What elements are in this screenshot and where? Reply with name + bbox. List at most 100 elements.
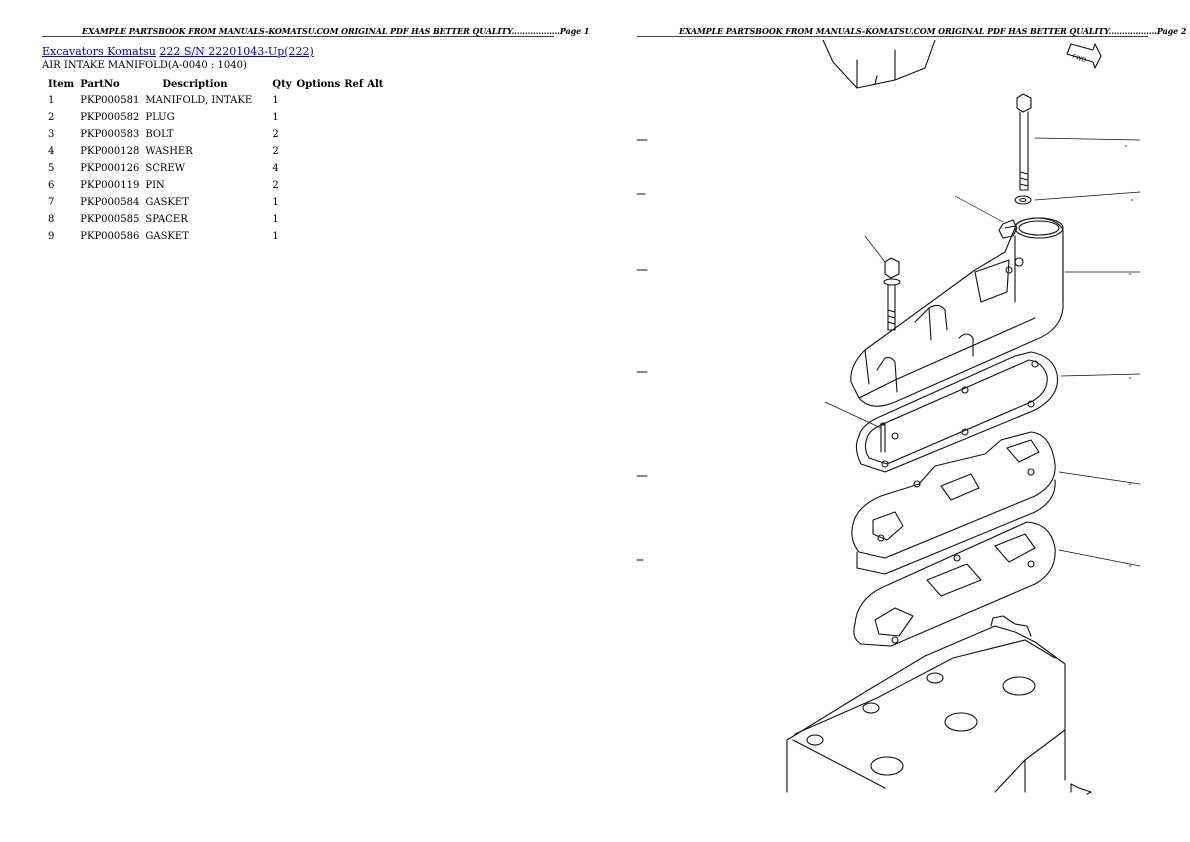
cell-item: 6 bbox=[48, 180, 55, 191]
diagram-cylinder-head bbox=[786, 615, 1066, 793]
cell-ref bbox=[342, 211, 365, 228]
cell-item: 3 bbox=[48, 129, 55, 140]
diagram-margin-ticks bbox=[636, 139, 648, 561]
cell-qty: 1 bbox=[272, 231, 279, 242]
fwd-label: FWD bbox=[1071, 53, 1087, 64]
column-header-qty: Qty bbox=[272, 78, 292, 90]
diagram-ref-ticks bbox=[1124, 145, 1134, 567]
cell-qty: 1 bbox=[272, 95, 279, 106]
cell-qty: 2 bbox=[272, 180, 279, 191]
leader-line-gasket-upper bbox=[1060, 373, 1141, 377]
column-header-alt: Alt bbox=[367, 78, 384, 90]
section-title: AIR INTAKE MANIFOLD(A-0040 : 1040) bbox=[42, 60, 247, 71]
leader-line-pin bbox=[824, 401, 882, 429]
cell-item: 7 bbox=[48, 197, 55, 208]
leader-line-screw bbox=[864, 235, 886, 263]
cell-options bbox=[295, 109, 343, 126]
cell-partno: PKP000585 bbox=[80, 214, 140, 225]
cell-alt bbox=[365, 143, 385, 160]
cell-description: MANIFOLD, INTAKE bbox=[145, 95, 253, 106]
diagram-corner-arrow-icon bbox=[1070, 783, 1092, 795]
cell-partno: PKP000581 bbox=[80, 95, 140, 106]
header-rule bbox=[637, 36, 1148, 37]
cell-description: BOLT bbox=[145, 129, 174, 140]
cell-description: GASKET bbox=[145, 231, 189, 242]
table-row: 6 PKP000119 PIN 2 bbox=[44, 177, 385, 194]
cell-options bbox=[295, 143, 343, 160]
cell-partno: PKP000128 bbox=[80, 146, 140, 157]
cell-ref bbox=[342, 194, 365, 211]
header-rule bbox=[42, 36, 554, 37]
cell-qty: 1 bbox=[272, 112, 279, 123]
leader-line-plug bbox=[954, 195, 1004, 223]
table-row: 8 PKP000585 SPACER 1 bbox=[44, 211, 385, 228]
cell-alt bbox=[365, 211, 385, 228]
cell-partno: PKP000119 bbox=[80, 180, 140, 191]
cell-alt bbox=[365, 194, 385, 211]
cell-item: 1 bbox=[48, 95, 55, 106]
cell-ref bbox=[342, 126, 365, 143]
page-header: EXAMPLE PARTSBOOK FROM MANUALS-KOMATSU.C… bbox=[679, 26, 1187, 36]
cell-alt bbox=[365, 109, 385, 126]
leader-line-bolt bbox=[1034, 137, 1141, 141]
diagram-intake-manifold bbox=[850, 217, 1064, 407]
cell-description: PLUG bbox=[145, 112, 175, 123]
column-header-item: Item bbox=[48, 78, 75, 90]
diagram-screw bbox=[883, 257, 901, 331]
parts-table: Item PartNo Description Qty Options Ref … bbox=[44, 76, 385, 245]
cell-partno: PKP000582 bbox=[80, 112, 140, 123]
cell-options bbox=[295, 126, 343, 143]
diagram-spacer bbox=[851, 431, 1056, 575]
table-row: 2 PKP000582 PLUG 1 bbox=[44, 109, 385, 126]
diagram-gasket-upper bbox=[855, 351, 1059, 473]
parts-table-body: 1 PKP000581 MANIFOLD, INTAKE 1 2 PKP000582 PLU… bbox=[44, 92, 385, 245]
column-header-ref: Ref bbox=[344, 78, 364, 90]
cell-options bbox=[295, 92, 343, 109]
cell-alt bbox=[365, 177, 385, 194]
cell-item: 8 bbox=[48, 214, 55, 225]
cell-description: SCREW bbox=[145, 163, 185, 174]
cell-description: SPACER bbox=[145, 214, 188, 225]
cell-description: PIN bbox=[145, 180, 165, 191]
column-header-partno: PartNo bbox=[80, 78, 120, 90]
cell-options bbox=[295, 211, 343, 228]
cell-partno: PKP000584 bbox=[80, 197, 140, 208]
cell-alt bbox=[365, 228, 385, 245]
cell-qty: 1 bbox=[272, 214, 279, 225]
leader-line-spacer bbox=[1058, 471, 1141, 485]
cell-ref bbox=[342, 160, 365, 177]
cell-qty: 1 bbox=[272, 197, 279, 208]
exploded-parts-diagram: FWD bbox=[636, 40, 1141, 795]
breadcrumb-link-model[interactable]: 222 S/N 22201043-Up(222) bbox=[159, 45, 314, 58]
cell-ref bbox=[342, 228, 365, 245]
cell-ref bbox=[342, 92, 365, 109]
cell-item: 2 bbox=[48, 112, 55, 123]
cell-item: 4 bbox=[48, 146, 55, 157]
leader-line-gasket-lower bbox=[1058, 549, 1141, 567]
diagram-bolt bbox=[1016, 93, 1032, 191]
cell-alt bbox=[365, 160, 385, 177]
page-1: EXAMPLE PARTSBOOK FROM MANUALS-KOMATSU.C… bbox=[42, 26, 589, 245]
diagram-plug bbox=[998, 219, 1018, 239]
cell-ref bbox=[342, 177, 365, 194]
page-2: EXAMPLE PARTSBOOK FROM MANUALS-KOMATSU.C… bbox=[595, 0, 1190, 842]
cell-alt bbox=[365, 92, 385, 109]
cell-alt bbox=[365, 126, 385, 143]
leader-line-washer bbox=[1034, 191, 1141, 201]
diagram-washer bbox=[1014, 195, 1032, 205]
diagram-gasket-lower bbox=[853, 521, 1056, 647]
cell-description: GASKET bbox=[145, 197, 189, 208]
cell-ref bbox=[342, 143, 365, 160]
cell-qty: 2 bbox=[272, 146, 279, 157]
breadcrumb: Excavators Komatsu 222 S/N 22201043-Up(2… bbox=[42, 45, 314, 58]
cell-ref bbox=[342, 109, 365, 126]
cell-options bbox=[295, 228, 343, 245]
breadcrumb-link-category[interactable]: Excavators Komatsu bbox=[42, 45, 156, 58]
cell-partno: PKP000586 bbox=[80, 231, 140, 242]
cell-options bbox=[295, 160, 343, 177]
cell-options bbox=[295, 194, 343, 211]
